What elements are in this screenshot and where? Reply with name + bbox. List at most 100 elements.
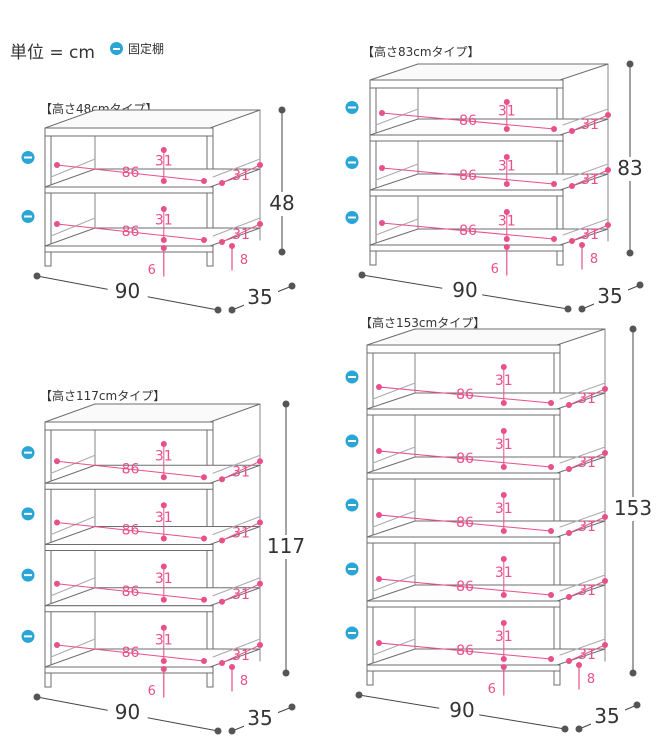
side-rail-right — [212, 638, 261, 658]
shelf-gap-label: 31 — [495, 629, 513, 645]
foot-height-label: 8 — [587, 672, 595, 687]
inner-width-endpoint — [379, 110, 385, 116]
side-rail-left — [50, 158, 96, 178]
shelf-edge — [366, 472, 561, 480]
inner-width-endpoint — [54, 162, 60, 168]
inner-depth-endpoint — [602, 450, 608, 456]
inner-depth-line — [221, 164, 261, 184]
side-rail-left — [50, 638, 96, 658]
overall-depth-label: 35 — [247, 706, 272, 730]
overall-height-label-bg — [612, 157, 648, 181]
side-rail-right — [559, 382, 606, 400]
inner-width-endpoint — [201, 535, 207, 542]
overall-height-endpoint — [626, 60, 634, 68]
overall-height-label: 117 — [267, 534, 305, 558]
inner-depth-endpoint — [219, 660, 225, 666]
shelf-gap-label: 31 — [495, 437, 513, 453]
inner-depth-endpoint — [257, 458, 263, 465]
overall-height-endpoint — [282, 400, 290, 408]
overall-width-endpoint — [561, 725, 569, 733]
inner-depth-line — [568, 452, 606, 470]
leg-height-label: 6 — [148, 684, 156, 699]
shelf-gap-endpoint — [160, 596, 167, 603]
inner-width-endpoint — [379, 165, 385, 171]
overall-width-label-bg — [107, 701, 148, 723]
shelf-gap-label: 31 — [155, 571, 173, 587]
overall-height-endpoint — [282, 669, 290, 677]
inner-depth-line — [221, 644, 261, 664]
inner-depth-endpoint — [602, 386, 608, 392]
inner-width-label: 86 — [459, 168, 477, 184]
overall-depth-endpoint — [288, 703, 296, 711]
fixed-shelf-icon — [345, 156, 359, 169]
rack-title: 【高さ83cmタイプ】 — [362, 44, 480, 59]
shelf-gap-label: 31 — [155, 154, 173, 170]
shelf-gap-endpoint — [500, 528, 507, 534]
inner-width-line — [378, 578, 552, 596]
shelf-edge — [366, 664, 561, 672]
fixed-shelf-icon — [345, 370, 359, 384]
overall-width-label: 90 — [115, 279, 140, 303]
shelf-gap-endpoint — [160, 147, 167, 153]
fixed-shelf-icon — [110, 42, 123, 55]
inner-width-endpoint — [54, 642, 60, 648]
shelf-edge — [369, 134, 564, 142]
inner-depth-endpoint — [566, 658, 572, 664]
side-rail-right — [212, 158, 261, 178]
fixed-shelf-icon-bar — [348, 632, 356, 634]
inner-width-line — [56, 644, 205, 662]
inner-width-label: 86 — [456, 387, 474, 403]
inner-width-line — [56, 223, 205, 241]
side-rail-left — [50, 516, 96, 535]
fixed-shelf-icon-bar — [348, 216, 356, 219]
inner-width-endpoint — [201, 178, 207, 184]
side-rail-right — [559, 446, 606, 464]
inner-depth-line — [221, 223, 261, 243]
shelf-gap-endpoint — [160, 474, 167, 481]
shelf-edge — [366, 536, 561, 544]
overall-width-endpoint — [214, 727, 222, 735]
overall-width-label: 90 — [115, 700, 140, 724]
side-rail-left — [50, 454, 96, 474]
shelf-edge — [369, 244, 564, 252]
top-shelf-edge — [366, 344, 561, 354]
shelf-gap-label: 31 — [495, 565, 513, 581]
shelf-edge — [44, 186, 214, 194]
overall-depth-endpoint — [228, 306, 236, 314]
top-shelf-edge — [369, 79, 564, 89]
shelf-gap-endpoint — [500, 592, 507, 598]
overall-depth-endpoint — [228, 727, 236, 735]
shelf-gap-endpoint — [503, 154, 510, 160]
shelf-gap-endpoint — [160, 658, 167, 664]
fixed-shelf-icon — [21, 446, 35, 460]
fixed-shelf-icon-bar — [348, 161, 356, 164]
overall-depth-endpoint — [575, 725, 583, 733]
shelf-edge — [366, 408, 561, 416]
fixed-shelf-icon-bar — [24, 635, 32, 638]
fixed-shelf-icon — [345, 101, 359, 114]
fixed-shelf-icon-bar — [348, 504, 356, 506]
overall-height-label: 83 — [617, 156, 642, 180]
overall-width-label: 90 — [449, 698, 474, 722]
inner-depth-endpoint — [605, 222, 611, 228]
shelf-gap-endpoint — [160, 535, 167, 542]
inner-depth-label: 31 — [578, 647, 596, 663]
inner-width-line — [56, 522, 205, 539]
shelf-gap-endpoint — [160, 178, 167, 184]
overall-height-label-bg — [615, 497, 651, 521]
fixed-shelf-icon-bar — [24, 215, 32, 218]
inner-depth-endpoint — [257, 162, 263, 168]
inner-depth-endpoint — [257, 580, 263, 587]
side-rail-left — [372, 446, 416, 464]
overall-depth-label: 35 — [594, 704, 619, 728]
overall-depth-label-bg — [244, 286, 278, 308]
fixed-shelf-icon — [21, 151, 35, 164]
shelf-gap-label: 31 — [495, 501, 513, 517]
front-left-post — [369, 79, 377, 266]
shelf-gap-label: 31 — [155, 449, 173, 465]
inner-width-label: 86 — [459, 113, 477, 129]
front-left-post — [366, 344, 374, 686]
inner-depth-label: 31 — [232, 648, 250, 664]
